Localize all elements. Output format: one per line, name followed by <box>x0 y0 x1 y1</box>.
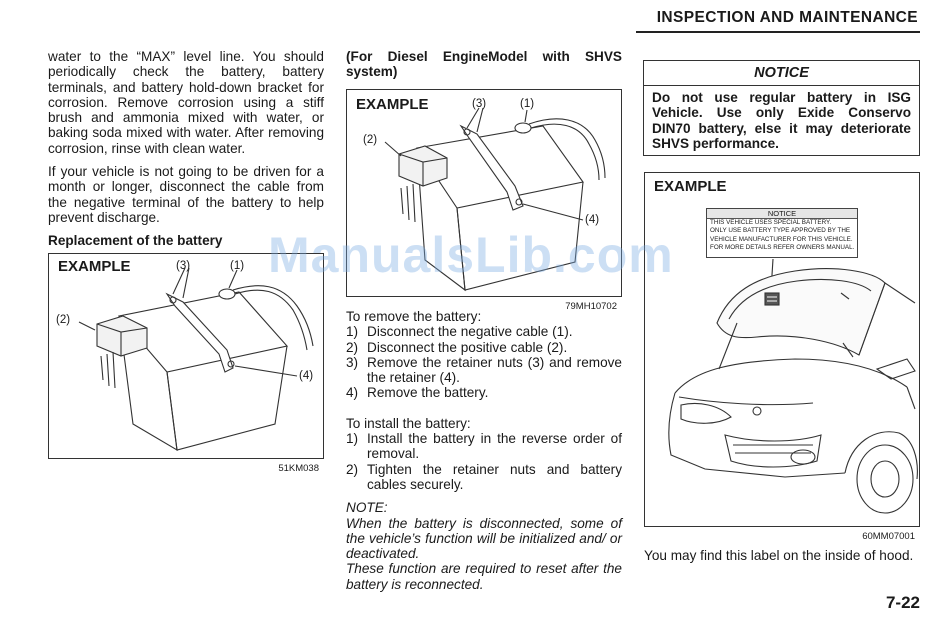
car-open-hood-illustration <box>668 258 918 514</box>
callout-4: (4) <box>299 370 314 382</box>
label-card-line: FOR MORE DETAILS REFER OWNERS MANUAL. <box>710 244 855 252</box>
figure-example-label: EXAMPLE <box>654 178 727 195</box>
section-heading-diesel: (For Diesel EngineModel with SHVS system… <box>346 49 622 80</box>
hood-label-figure: EXAMPLE NOTICE THIS VEHICLE USES SPECIAL… <box>644 172 920 542</box>
page-header-title: INSPECTION AND MAINTENANCE <box>656 9 918 26</box>
middle-column-text: To remove the battery: 1)Disconnect the … <box>346 309 622 592</box>
note-title: NOTE: <box>346 500 388 516</box>
callout-1: (1) <box>520 98 535 110</box>
header-rule <box>636 31 920 33</box>
list-item: 1)Disconnect the negative cable (1). <box>346 324 573 340</box>
notice-box: NOTICE Do not use regular battery in ISG… <box>643 60 920 156</box>
battery-figure-left: EXAMPLE (3) (1) (2) (4) <box>48 253 324 474</box>
note-text-2: These function are required to reset aft… <box>346 561 622 592</box>
left-paragraph-2: If your vehicle is not going to be drive… <box>48 164 324 225</box>
label-card-line: VEHICLE MANUFACTURER FOR THIS VEHICLE. <box>710 235 853 243</box>
battery-figure-middle: EXAMPLE (3) (1) (2) (4) 79MH10702 <box>346 89 622 312</box>
callout-4: (4) <box>585 214 600 226</box>
label-card-line: THIS VEHICLE USES SPECIAL BATTERY. <box>710 219 832 226</box>
page-number: 7-22 <box>885 593 920 612</box>
callout-2: (2) <box>363 134 378 146</box>
figure-example-label: EXAMPLE <box>356 96 429 113</box>
section-heading-replacement: Replacement of the battery <box>48 233 223 249</box>
remove-steps-list: 1)Disconnect the negative cable (1). 2)D… <box>346 324 622 400</box>
watermark: ManualsLib.com <box>268 227 674 283</box>
list-item: 2)Tighten the retainer nuts and battery … <box>346 461 622 492</box>
label-card-line: ONLY USE BATTERY TYPE APPROVED BY THE <box>710 227 851 235</box>
left-paragraph-1: water to the “MAX” level line. You shoul… <box>48 49 324 156</box>
callout-3: (3) <box>176 260 191 272</box>
figure-code: 60MM07001 <box>862 531 915 542</box>
install-steps-list: 1)Install the battery in the reverse ord… <box>346 431 622 492</box>
figure-code: 79MH10702 <box>565 301 617 312</box>
list-item: 4)Remove the battery. <box>346 385 489 401</box>
hood-label-caption: You may find this label on the inside of… <box>644 548 914 563</box>
list-item: 2)Disconnect the positive cable (2). <box>346 339 568 355</box>
note-text-1: When the battery is disconnected, some o… <box>346 515 622 562</box>
battery-illustration <box>384 107 606 292</box>
figure-example-label: EXAMPLE <box>58 258 131 275</box>
install-intro: To install the battery: <box>346 415 471 431</box>
label-card-title: NOTICE <box>707 209 857 219</box>
middle-column-heading-block: (For Diesel EngineModel with SHVS system… <box>346 49 622 80</box>
callout-1: (1) <box>230 260 245 272</box>
list-item: 3)Remove the retainer nuts (3) and remov… <box>346 354 622 386</box>
notice-title: NOTICE <box>644 61 919 86</box>
battery-notice-label-card: NOTICE THIS VEHICLE USES SPECIAL BATTERY… <box>706 208 858 258</box>
list-item: 1)Install the battery in the reverse ord… <box>346 431 622 462</box>
callout-2: (2) <box>56 314 71 326</box>
left-column: water to the “MAX” level line. You shoul… <box>48 49 324 249</box>
figure-code: 51KM038 <box>278 463 319 474</box>
battery-illustration <box>78 267 314 452</box>
notice-text: Do not use regular battery in ISG Vehicl… <box>652 90 911 151</box>
callout-3: (3) <box>472 98 487 110</box>
remove-intro: To remove the battery: <box>346 309 482 324</box>
